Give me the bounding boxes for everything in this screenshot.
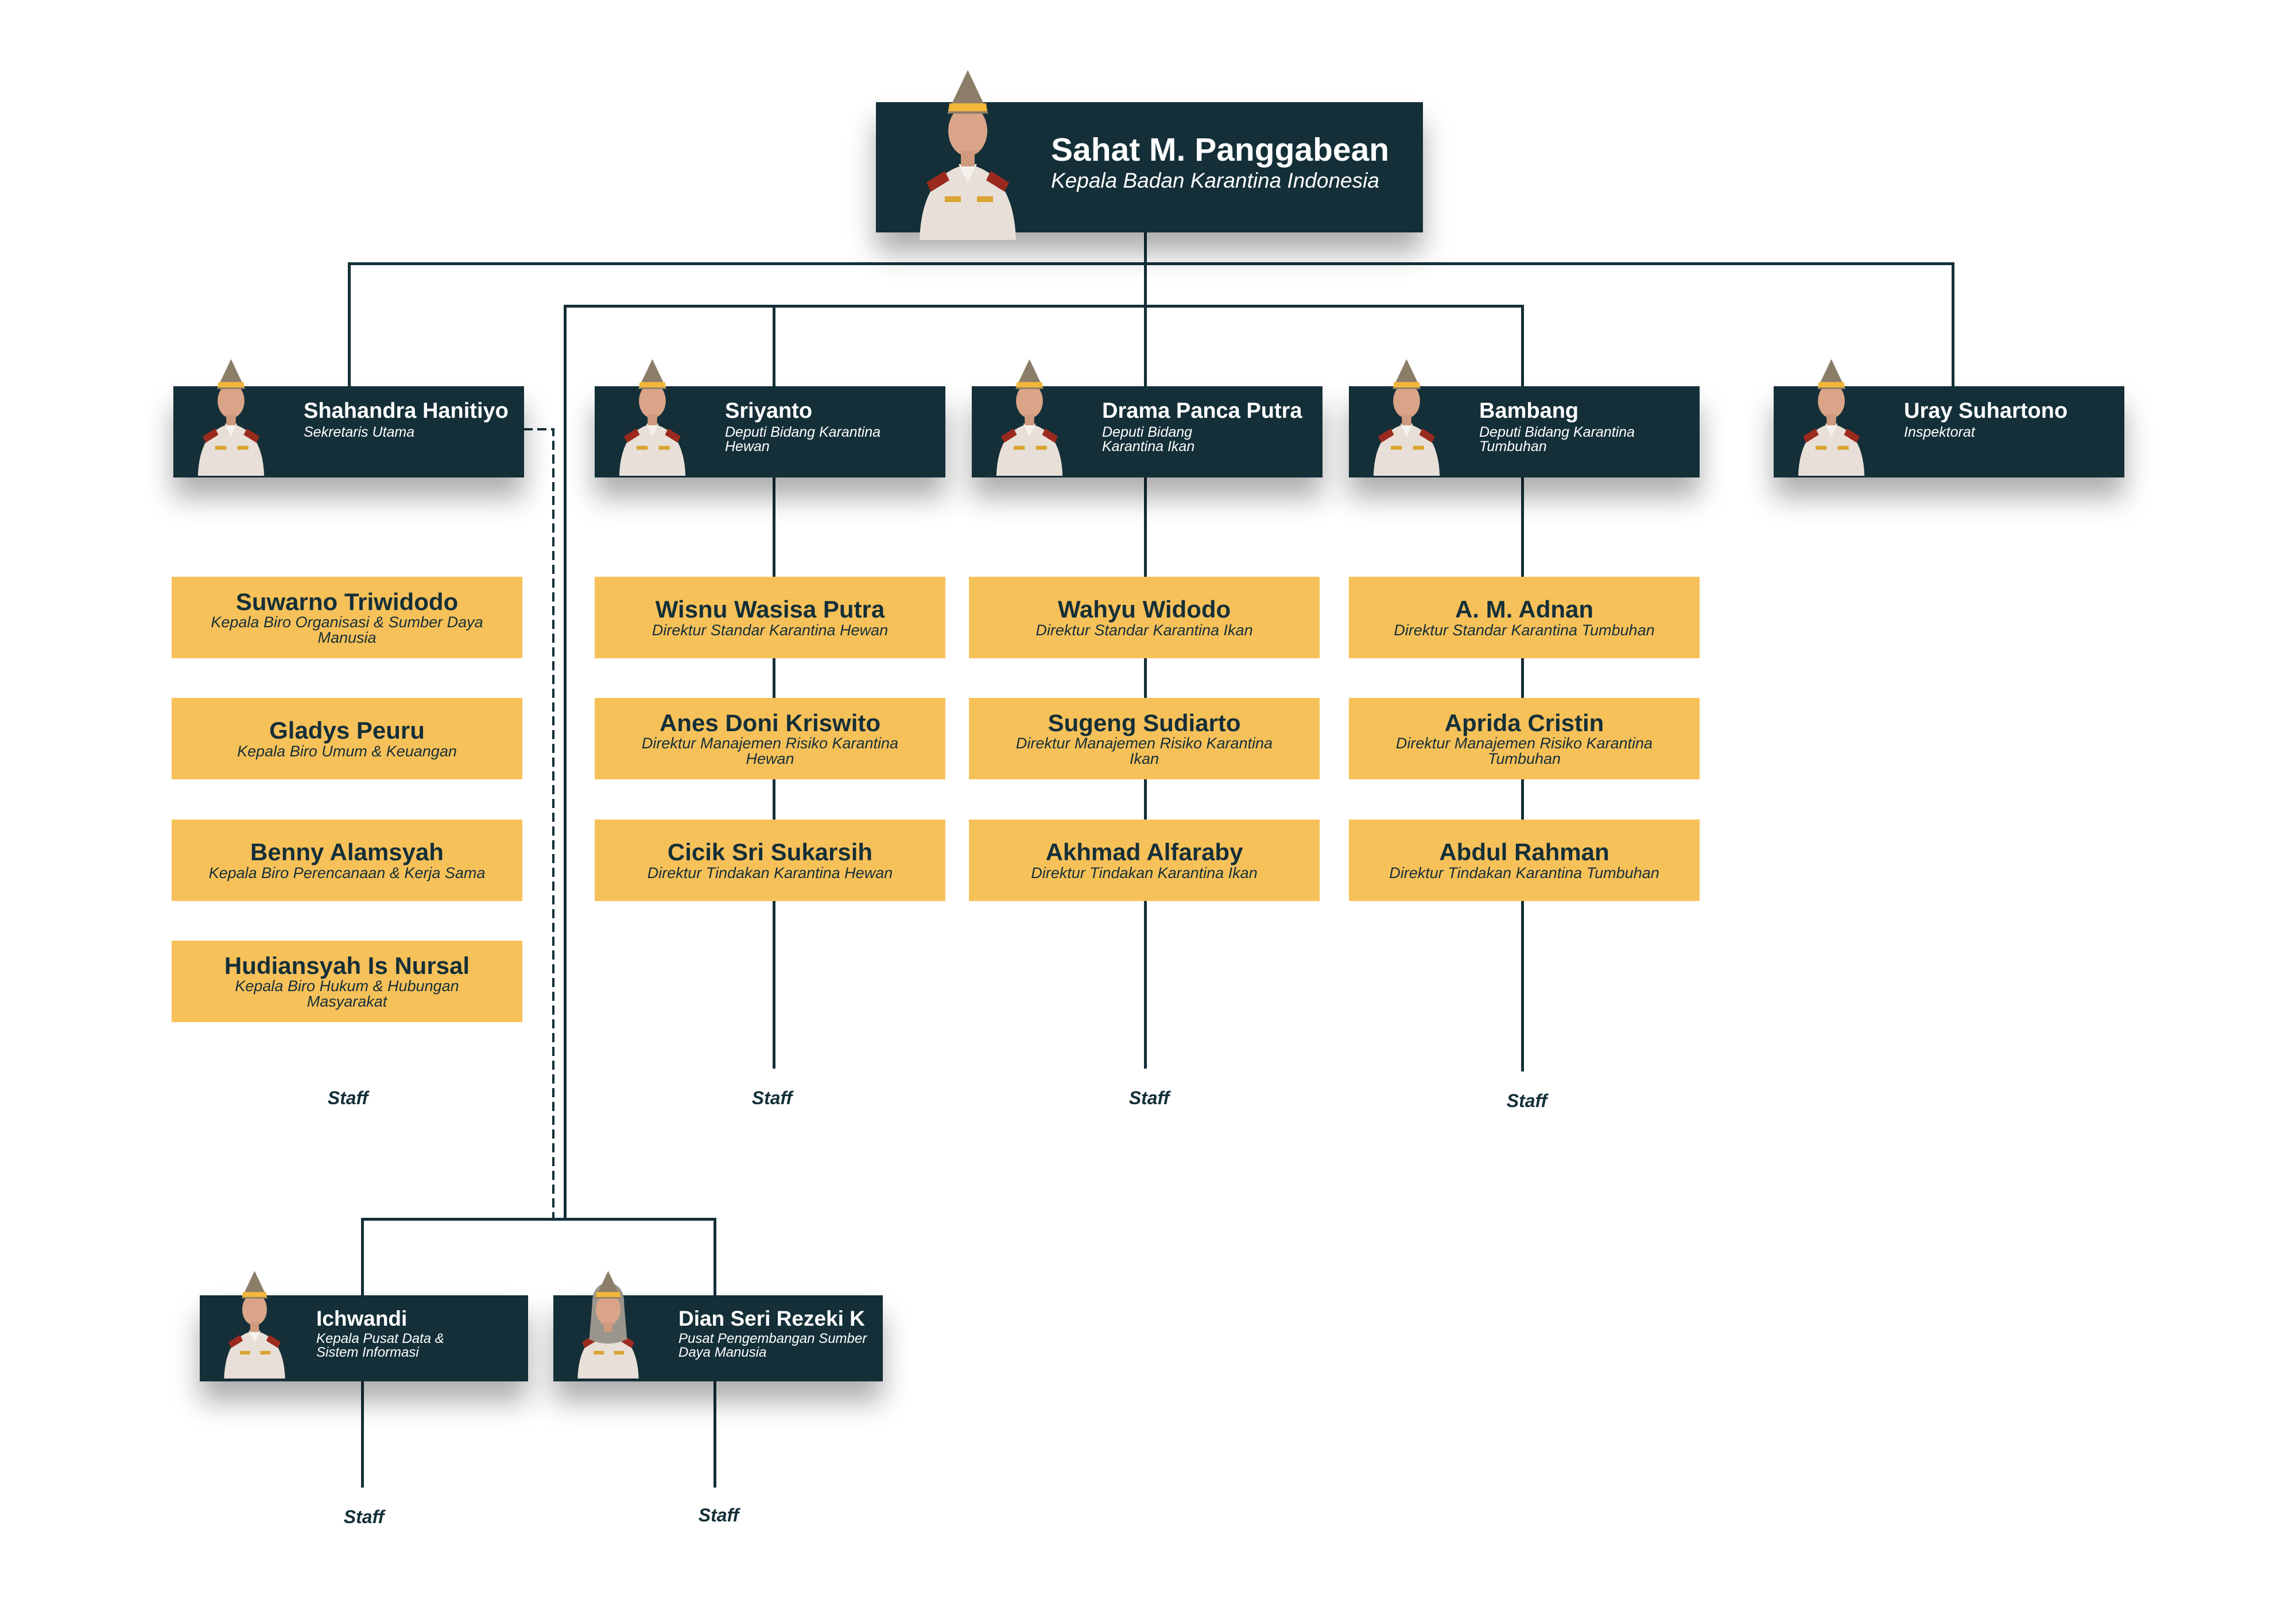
person-name: Bambang [1479, 399, 1579, 423]
connector-line [773, 305, 775, 386]
unit-title: Direktur Standar Karantina Hewan [651, 621, 889, 639]
staff-label: Staff [751, 1088, 793, 1108]
unit-head-name: Sugeng Sudiarto [1048, 709, 1241, 736]
unit-head-name: Abdul Rahman [1439, 838, 1609, 866]
person-role: Kepala Pusat Data & Sistem Informasi [316, 1331, 444, 1361]
person-photo [184, 358, 278, 479]
staff-label: Staff [327, 1088, 369, 1108]
connector-line [361, 1218, 364, 1295]
staff-label: Staff [698, 1505, 739, 1525]
unit-title: Kepala Biro Perencanaan & Kerja Sama [208, 864, 486, 882]
unit-title: Direktur Standar Karantina Tumbuhan [1394, 621, 1655, 639]
person-photo [605, 358, 700, 479]
person-role: Deputi Bidang Karantina Ikan [1102, 424, 1195, 455]
unit-head-name: Akhmad Alfaraby [1045, 838, 1243, 866]
person-photo [564, 1269, 653, 1381]
unit-title: Direktur Tindakan Karantina Tumbuhan [1389, 864, 1659, 882]
unit-head-name: Wahyu Widodo [1057, 596, 1231, 623]
connector-line [713, 1218, 716, 1295]
unit-head-name: Cicik Sri Sukarsih [667, 838, 873, 866]
connector-line [1952, 262, 1954, 386]
connector-line [1521, 305, 1524, 386]
unit-title: Direktur Tindakan Karantina Ikan [1031, 864, 1258, 882]
person-photo [1784, 358, 1879, 479]
person-name: Shahandra Hanitiyo [304, 399, 509, 423]
person-role: Deputi Bidang Karantina Hewan [725, 424, 881, 455]
unit-title: Direktur Manajemen Risiko Karantina Tumb… [1395, 735, 1653, 768]
unit-title: Kepala Biro Organisasi & Sumber Daya Man… [211, 614, 483, 647]
unit-head-name: A. M. Adnan [1455, 596, 1594, 623]
person-photo [982, 358, 1077, 479]
unit-head-name: Aprida Cristin [1444, 709, 1604, 736]
connector-line [713, 1381, 716, 1488]
unit-head-name: Gladys Peuru [269, 717, 425, 744]
unit-title: Direktur Standar Karantina Ikan [1035, 621, 1253, 639]
unit-title: Kepala Biro Hukum & Hubungan Masyarakat [235, 977, 459, 1011]
connector-line [348, 262, 1954, 265]
connector-line [361, 1218, 716, 1221]
unit-title: Direktur Manajemen Risiko Karantina Ikan [1015, 735, 1273, 768]
connector-line [361, 1381, 364, 1488]
unit-head-name: Hudiansyah Is Nursal [224, 952, 470, 979]
person-photo [1359, 358, 1454, 479]
person-photo [210, 1269, 299, 1381]
person-role: Kepala Badan Karantina Indonesia [1051, 169, 1379, 193]
person-photo [899, 68, 1037, 243]
unit-title: Direktur Tindakan Karantina Hewan [647, 864, 893, 882]
person-name: Drama Panca Putra [1102, 399, 1302, 423]
unit-head-name: Benny Alamsyah [250, 838, 444, 866]
unit-head-name: Wisnu Wasisa Putra [655, 596, 885, 623]
person-name: Ichwandi [316, 1307, 408, 1330]
person-role: Inspektorat [1904, 424, 1975, 440]
person-name: Dian Seri Rezeki K [678, 1307, 865, 1330]
connector-line [1144, 232, 1147, 387]
person-name: Sriyanto [725, 399, 813, 423]
connector-line [348, 262, 351, 386]
person-role: Pusat Pengembangan Sumber Daya Manusia [678, 1331, 867, 1361]
connector-line [564, 305, 567, 1220]
staff-label: Staff [1128, 1088, 1170, 1108]
person-name: Uray Suhartono [1904, 399, 2068, 423]
unit-head-name: Suwarno Triwidodo [235, 588, 459, 615]
connector-line [564, 305, 1523, 308]
person-name: Sahat M. Panggabean [1051, 131, 1390, 168]
staff-label: Staff [343, 1506, 385, 1527]
unit-title: Kepala Biro Umum & Keuangan [237, 742, 457, 760]
unit-title: Direktur Manajemen Risiko Karantina Hewa… [641, 735, 899, 768]
person-role: Sekretaris Utama [304, 424, 415, 440]
unit-head-name: Anes Doni Kriswito [659, 709, 881, 736]
dashed-connector [523, 428, 555, 1220]
staff-label: Staff [1506, 1090, 1548, 1111]
person-role: Deputi Bidang Karantina Tumbuhan [1479, 424, 1635, 455]
